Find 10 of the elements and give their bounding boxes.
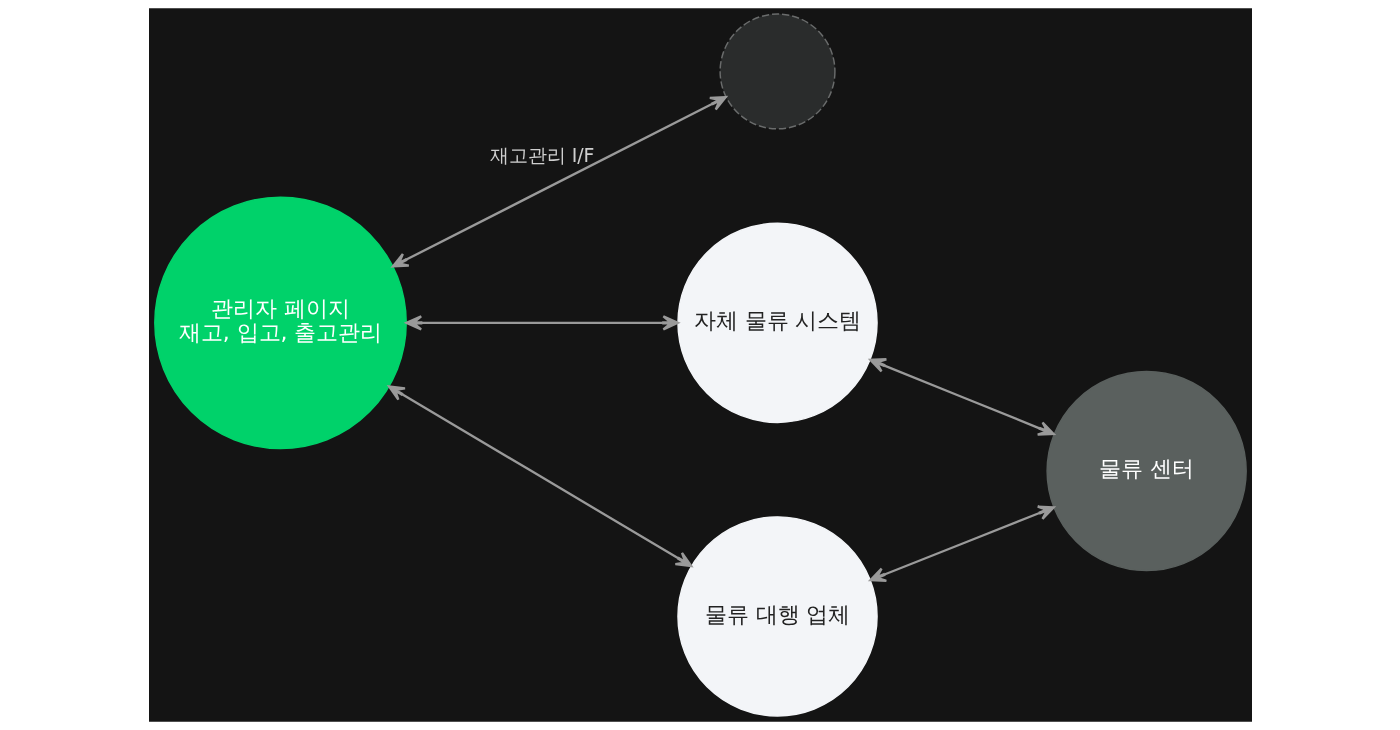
arrow (868, 505, 1055, 582)
arrow (868, 358, 1055, 436)
edge-label: 재고관리 I/F (489, 144, 594, 167)
node-circle: 물류 대행 업체 (676, 516, 878, 717)
node-circle: 자체 물류 시스템 (676, 222, 878, 424)
node-circle (718, 13, 836, 130)
arrow (387, 385, 692, 568)
node-circle: 물류 센터 (1045, 370, 1247, 572)
arrow (391, 95, 727, 268)
arrow (405, 315, 679, 331)
